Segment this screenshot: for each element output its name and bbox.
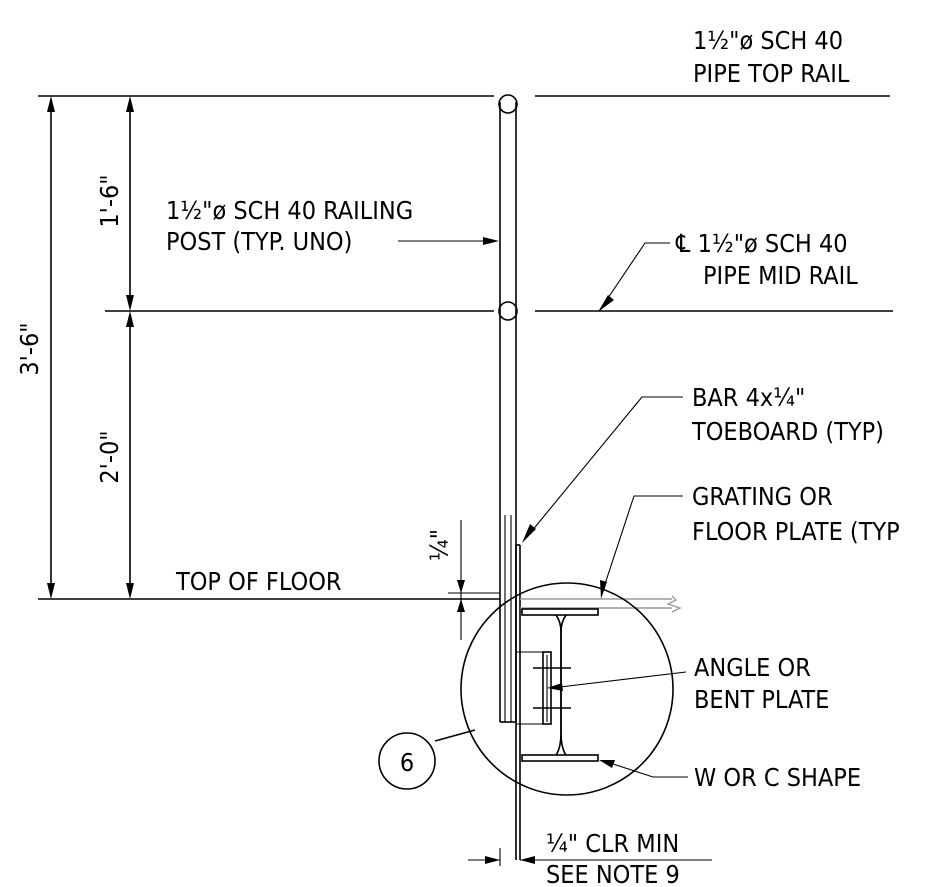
top-rail-pipe-icon [498, 94, 518, 114]
railing-post [499, 102, 517, 723]
top-rail-label-line1: 1½"ø SCH 40 [693, 26, 843, 55]
upper-segment-dimension [126, 96, 134, 311]
mid-rail-leader [598, 242, 670, 312]
mid-rail-label-line1: ℄ 1½"ø SCH 40 [675, 229, 848, 258]
top-rail-label-line2: PIPE TOP RAIL [693, 59, 850, 88]
detail-balloon-leader [434, 729, 476, 742]
detail-number: 6 [400, 748, 414, 777]
grating-plate [520, 595, 682, 613]
toeboard-leader [522, 396, 683, 543]
angle-bent-plate [516, 651, 552, 725]
angle-label-line2: BENT PLATE [694, 685, 829, 714]
grating-label-line2: FLOOR PLATE (TYP [692, 517, 900, 546]
toeboard-gap-dimension [448, 520, 500, 640]
clearance-label-line1: ¼" CLR MIN [546, 829, 679, 858]
detail-balloon [378, 732, 436, 790]
grating-leader [600, 495, 683, 599]
overall-height-dimension [47, 96, 55, 599]
toeboard-gap-label: ¼" [425, 529, 454, 561]
lower-segment-label: 2'-0" [95, 430, 124, 483]
detail-circle [460, 582, 674, 796]
upper-segment-label: 1'-6" [95, 174, 124, 227]
top-of-floor-label: TOP OF FLOOR [175, 567, 342, 596]
w-shape-label: W OR C SHAPE [694, 763, 861, 792]
toeboard-plate [515, 544, 521, 860]
grating-label-line1: GRATING OR [692, 482, 833, 511]
toeboard-label-line2: TOEBOARD (TYP) [691, 417, 884, 446]
angle-label-line1: ANGLE OR [694, 653, 811, 682]
w-shape-beam [521, 608, 599, 762]
post-leader [398, 237, 499, 245]
bolt-icon [533, 655, 571, 722]
post-label-line1: 1½"ø SCH 40 RAILING [166, 196, 413, 225]
mid-rail-label-line2: PIPE MID RAIL [703, 261, 858, 290]
angle-leader [547, 671, 687, 691]
lower-segment-dimension [126, 311, 134, 599]
clearance-label-line2: SEE NOTE 9 [546, 860, 680, 887]
w-shape-leader [599, 760, 688, 778]
mid-rail-pipe-icon [498, 301, 518, 321]
toeboard-label-line1: BAR 4x¼" [692, 383, 805, 412]
clearance-dimension [468, 848, 712, 866]
overall-height-label: 3'-6" [15, 322, 44, 375]
post-label-line2: POST (TYP. UNO) [166, 227, 352, 256]
